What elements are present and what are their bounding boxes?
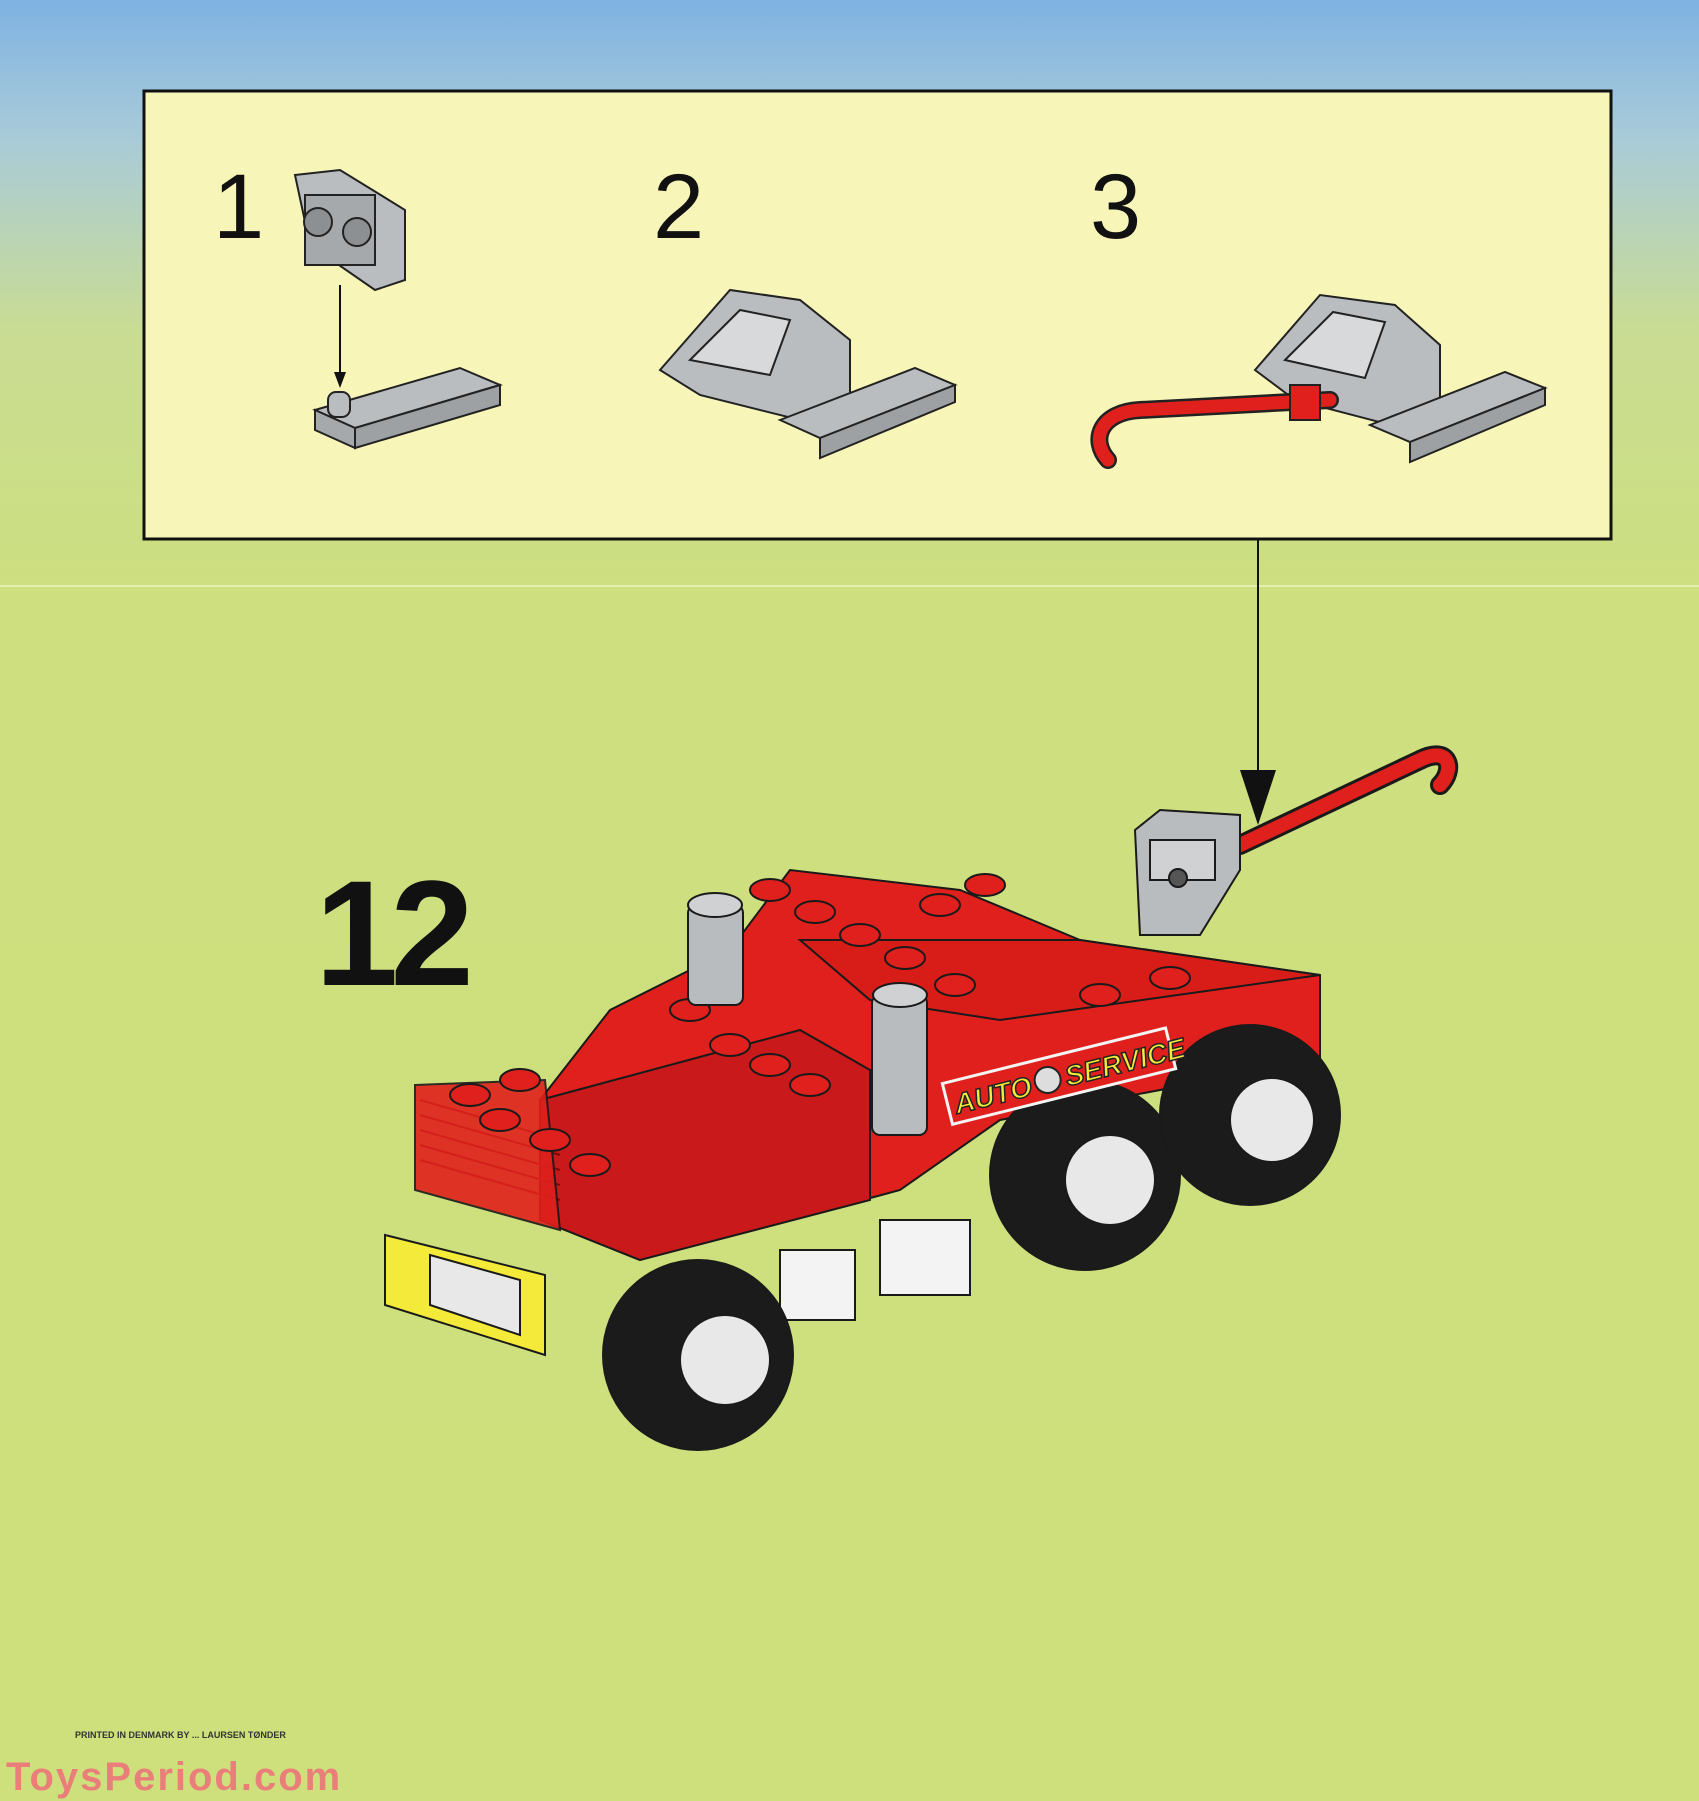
wrench-icon: [1033, 1065, 1062, 1094]
step-number-1: 1: [213, 156, 264, 258]
step1-plate-piece: [312, 366, 503, 450]
main-step-number: 12: [315, 849, 468, 1017]
step2-assembly: [658, 288, 958, 460]
wheel: [989, 1079, 1181, 1271]
step-number-3: 3: [1090, 156, 1141, 258]
printed-in-note: PRINTED IN DENMARK BY ... LAURSEN TØNDER: [75, 1730, 286, 1740]
step1-arrow-head: [334, 372, 346, 388]
step3-assembly: [1090, 293, 1548, 469]
decal-auto-text: AUTO: [950, 1071, 1035, 1120]
arrow-head: [1240, 770, 1276, 825]
watermark: ToysPeriod.com: [6, 1755, 342, 1799]
hook-piece: [1092, 393, 1337, 467]
wheel: [1159, 1024, 1341, 1206]
subassembly-panel: 1 2 3: [142, 89, 1613, 541]
tow-truck-model: AUTO SERVICE: [384, 745, 1459, 1451]
wheel: [602, 1259, 794, 1451]
step-number-2: 2: [653, 156, 704, 258]
step1-bracket-piece: [293, 168, 406, 292]
